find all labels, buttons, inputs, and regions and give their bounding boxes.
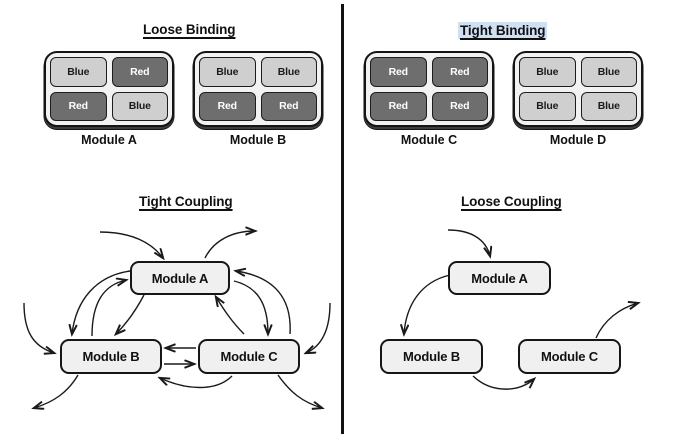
module-pack-b-chips: Blue Blue Red Red bbox=[199, 57, 317, 121]
vertical-divider bbox=[341, 4, 344, 434]
chip-blue: Blue bbox=[50, 57, 107, 87]
chip-blue: Blue bbox=[580, 91, 637, 121]
module-pack-d-chips: Blue Blue Blue Blue bbox=[519, 57, 637, 121]
arrow-c-to-b-lower-curve bbox=[160, 375, 233, 389]
heading-tight-binding: Tight Binding bbox=[458, 22, 548, 39]
chip-red: Red bbox=[370, 57, 427, 87]
chip-blue: Blue bbox=[260, 57, 317, 87]
chip-red: Red bbox=[431, 91, 488, 121]
chip-red: Red bbox=[50, 91, 107, 121]
module-pack-b-label: Module B bbox=[229, 133, 287, 147]
chip-red: Red bbox=[111, 57, 168, 87]
loose-coupling-node-b[interactable]: Module B bbox=[380, 339, 483, 374]
chip-blue: Blue bbox=[199, 57, 256, 87]
arrow-c-to-a-diagonal bbox=[216, 297, 245, 335]
tight-coupling-node-c[interactable]: Module C bbox=[198, 339, 300, 374]
arrow-loose-ext-in-a bbox=[447, 229, 490, 256]
arrow-c-to-a-outer bbox=[236, 271, 291, 335]
arrow-a-to-b-outer bbox=[72, 270, 131, 334]
tight-coupling-node-b[interactable]: Module B bbox=[60, 339, 162, 374]
chip-blue: Blue bbox=[519, 91, 576, 121]
arrow-b-ext-out bbox=[34, 374, 79, 408]
heading-loose-binding: Loose Binding bbox=[143, 22, 236, 37]
arrow-ext-in-a bbox=[99, 231, 163, 258]
tight-coupling-node-a[interactable]: Module A bbox=[130, 261, 230, 295]
module-pack-a: Blue Red Red Blue bbox=[44, 51, 174, 127]
chip-blue: Blue bbox=[580, 57, 637, 87]
chip-blue: Blue bbox=[111, 91, 168, 121]
arrow-a-to-c-inner bbox=[233, 280, 268, 334]
chip-red: Red bbox=[199, 91, 256, 121]
module-pack-a-label: Module A bbox=[81, 133, 137, 147]
chip-red: Red bbox=[260, 91, 317, 121]
module-pack-c: Red Red Red Red bbox=[364, 51, 494, 127]
module-pack-d-label: Module D bbox=[549, 133, 607, 147]
arrow-loose-a-to-b bbox=[404, 274, 451, 334]
arrow-ext-in-b bbox=[23, 302, 54, 353]
loose-coupling-node-c[interactable]: Module C bbox=[518, 339, 621, 374]
arrow-loose-c-ext-out bbox=[595, 303, 638, 339]
arrow-c-ext-out bbox=[277, 374, 322, 408]
module-pack-a-chips: Blue Red Red Blue bbox=[50, 57, 168, 121]
chip-red: Red bbox=[370, 91, 427, 121]
heading-loose-coupling: Loose Coupling bbox=[461, 194, 562, 209]
arrow-a-ext-out bbox=[204, 231, 255, 259]
arrow-loose-b-to-c bbox=[472, 375, 534, 390]
module-pack-b: Blue Blue Red Red bbox=[193, 51, 323, 127]
arrow-a-to-b-diagonal bbox=[116, 294, 145, 334]
chip-red: Red bbox=[431, 57, 488, 87]
loose-coupling-node-a[interactable]: Module A bbox=[448, 261, 551, 295]
module-pack-c-chips: Red Red Red Red bbox=[370, 57, 488, 121]
chip-blue: Blue bbox=[519, 57, 576, 87]
heading-tight-coupling: Tight Coupling bbox=[139, 194, 233, 209]
module-pack-d: Blue Blue Blue Blue bbox=[513, 51, 643, 127]
arrow-b-to-a-inner bbox=[91, 280, 126, 337]
module-pack-c-label: Module C bbox=[400, 133, 458, 147]
arrow-ext-in-c bbox=[306, 302, 331, 353]
